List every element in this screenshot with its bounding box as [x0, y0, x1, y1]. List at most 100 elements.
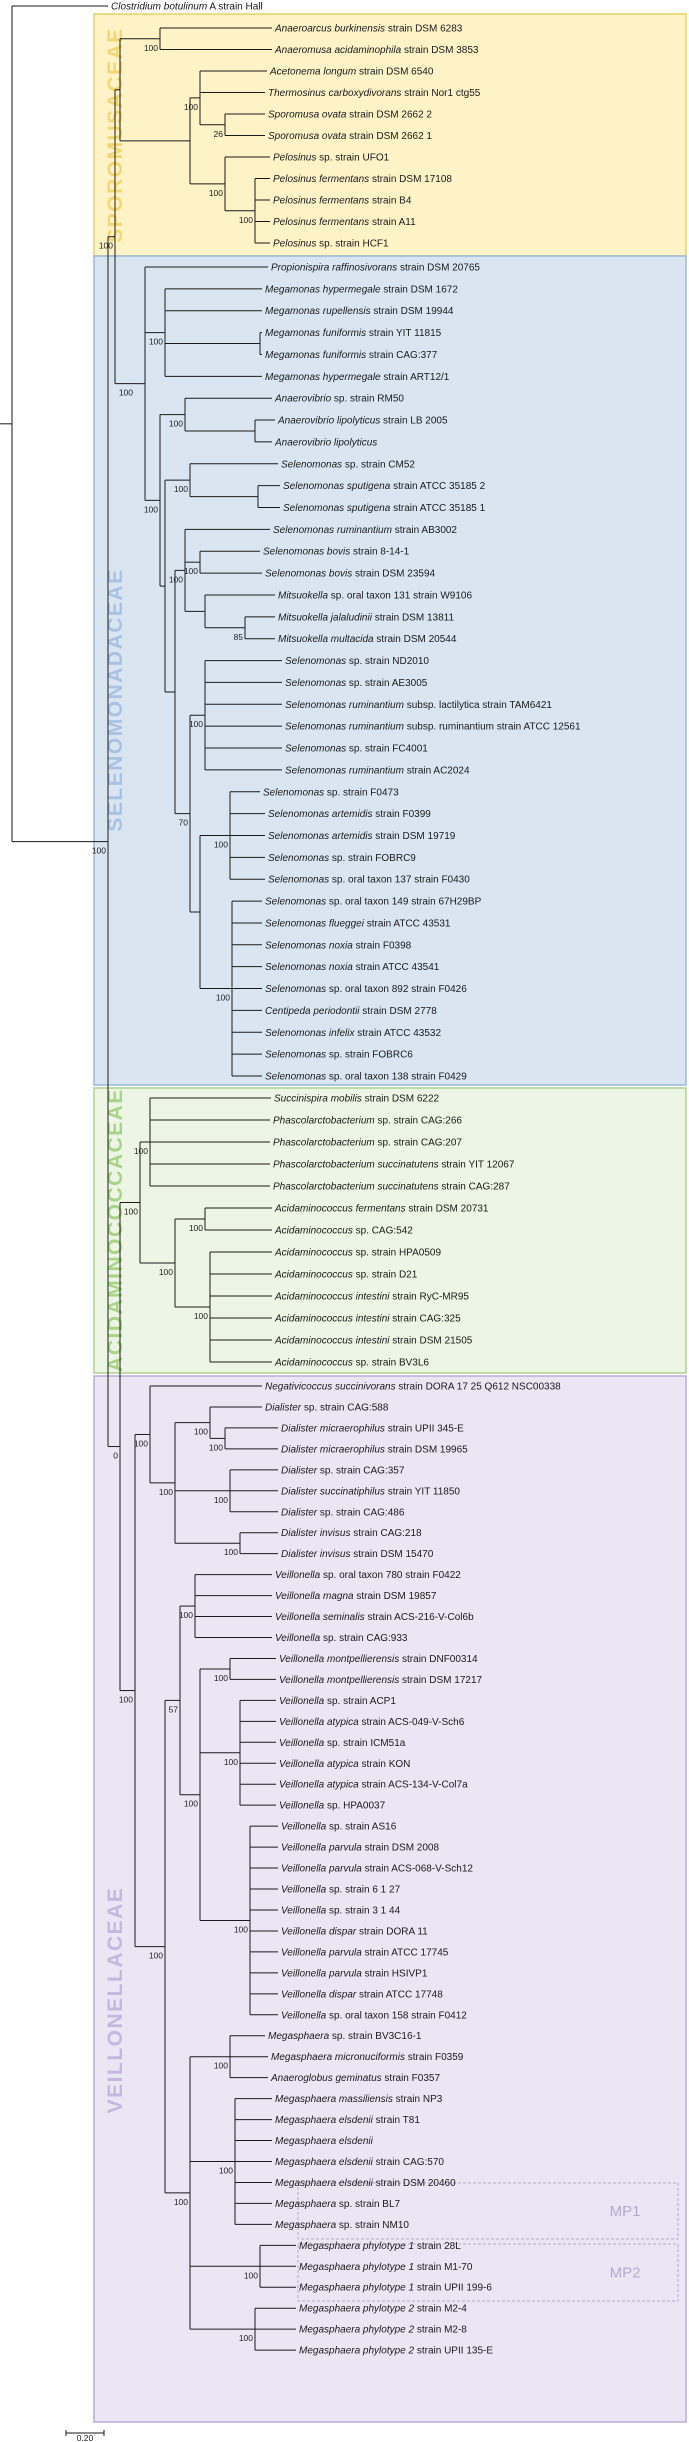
taxon-label: Megasphaera elsdenii strain T81: [275, 2115, 420, 2126]
taxon-label: Mitsuokella sp. oral taxon 131 strain W9…: [278, 590, 472, 601]
family-box-sele: [93, 255, 687, 1086]
bootstrap-value: 0: [113, 1451, 118, 1461]
taxon-label: Dialister succinatiphilus strain YIT 118…: [281, 1486, 460, 1497]
bootstrap-value: 100: [214, 1495, 228, 1505]
bootstrap-value: 100: [209, 1442, 223, 1452]
taxon-label: Megasphaera massiliensis strain NP3: [275, 2094, 443, 2105]
taxon-label: Veillonella sp. HPA0037: [279, 1801, 386, 1812]
taxon-label: Megasphaera elsdenii strain CAG:570: [275, 2157, 444, 2168]
taxon-label: Megasphaera phylotype 2 strain M2-8: [299, 2325, 467, 2336]
taxon-label: Selenomonas artemidis strain DSM 19719: [268, 831, 456, 842]
taxon-label: Veillonella magna strain DSM 19857: [275, 1591, 437, 1602]
taxon-label: Negativicoccus succinivorans strain DORA…: [265, 1382, 561, 1393]
taxon-label: Acidaminococcus fermentans strain DSM 20…: [274, 1204, 489, 1215]
taxon-label: Selenomonas sputigena strain ATCC 35185 …: [283, 481, 486, 492]
bootstrap-value: 100: [214, 2061, 228, 2071]
bootstrap-value: 100: [134, 1438, 148, 1448]
taxon-label: Dialister invisus strain DSM 15470: [281, 1549, 434, 1560]
taxon-label: Acidaminococcus sp. strain D21: [274, 1270, 418, 1281]
subgroup-box-mp2: [297, 2243, 679, 2302]
taxon-label: Megasphaera elsdenii strain DSM 20460: [275, 2178, 456, 2189]
bootstrap-value: 100: [92, 846, 106, 856]
taxon-label: Phascolarctobacterium sp. strain CAG:207: [273, 1138, 462, 1149]
taxon-label: Selenomonas sputigena strain ATCC 35185 …: [283, 503, 486, 514]
bootstrap-value: 85: [234, 632, 244, 642]
taxon-label: Megasphaera sp. strain BV3C16-1: [268, 2031, 422, 2042]
taxon-label: Veillonella parvula strain ACS-068-V-Sch…: [281, 1864, 473, 1875]
bootstrap-value: 100: [194, 1311, 208, 1321]
taxon-label: Selenomonas ruminantium strain AB3002: [273, 525, 457, 536]
taxon-label: Veillonella sp. strain ACP1: [279, 1696, 396, 1707]
taxon-label: Acidaminococcus intestini strain RyC-MR9…: [274, 1292, 469, 1303]
bootstrap-value: 100: [244, 2270, 258, 2280]
bootstrap-value: 100: [189, 719, 203, 729]
taxon-label: Veillonella parvula strain ATCC 17745: [281, 1947, 449, 1958]
bootstrap-value: 100: [224, 1547, 238, 1557]
bootstrap-value: 100: [189, 1223, 203, 1233]
taxon-label: Selenomonas bovis strain DSM 23594: [265, 569, 436, 580]
taxon-label: Megasphaera micronuciformis strain F0359: [271, 2052, 464, 2063]
bootstrap-value: 100: [174, 484, 188, 494]
taxon-label: Acidaminococcus intestini strain CAG:325: [274, 1314, 461, 1325]
bootstrap-value: 100: [124, 1207, 138, 1217]
taxon-label: Selenomonas sp. oral taxon 137 strain F0…: [268, 875, 470, 886]
taxon-label: Phascolarctobacterium sp. strain CAG:266: [273, 1116, 462, 1127]
taxon-label: Thermosinus carboxydivorans strain Nor1 …: [268, 88, 481, 99]
bootstrap-value: 100: [174, 2197, 188, 2207]
taxon-label: Anaerovibrio sp. strain RM50: [274, 394, 404, 405]
taxon-label: Dialister invisus strain CAG:218: [281, 1528, 422, 1539]
taxon-label-layer: Clostridium botulinum A strain HallAnaer…: [111, 2, 581, 2357]
taxon-label: Veillonella dispar strain ATCC 17748: [281, 1989, 443, 2000]
taxon-label: Megasphaera phylotype 1 strain 28L: [299, 2241, 461, 2252]
taxon-label: Anaerovibrio lipolyticus: [274, 437, 377, 448]
taxon-label: Propionispira raffinosivorans strain DSM…: [271, 263, 480, 274]
bootstrap-value: 100: [134, 1146, 148, 1156]
taxon-label: Selenomonas sp. strain FOBRC6: [265, 1050, 413, 1061]
taxon-label: Selenomonas noxia strain ATCC 43541: [265, 962, 440, 973]
taxon-label: Veillonella parvula strain DSM 2008: [281, 1843, 439, 1854]
taxon-label: Selenomonas infelix strain ATCC 43532: [265, 1028, 441, 1039]
bootstrap-value: 100: [239, 215, 253, 225]
family-label-sele: SELENOMONADACEAE: [104, 568, 127, 831]
taxon-label: Megasphaera sp. strain BL7: [275, 2199, 401, 2210]
bootstrap-value: 100: [184, 1799, 198, 1809]
taxon-label: Megasphaera sp. strain NM10: [275, 2220, 409, 2231]
bootstrap-value: 100: [159, 1487, 173, 1497]
bootstrap-value: 100: [209, 188, 223, 198]
taxon-label: Veillonella seminalis strain ACS-216-V-C…: [275, 1612, 474, 1623]
taxon-label: Veillonella atypica strain KON: [279, 1759, 410, 1770]
taxon-label: Veillonella dispar strain DORA 11: [281, 1926, 428, 1937]
bootstrap-value: 100: [219, 2165, 233, 2175]
bootstrap-value: 100: [159, 1267, 173, 1277]
bootstrap-value: 57: [169, 1704, 179, 1714]
bootstrap-value: 100: [224, 1757, 238, 1767]
taxon-label: Megasphaera phylotype 2 strain UPII 135-…: [299, 2346, 493, 2357]
family-shading-layer: SPOROMUSACEAESELENOMONADACEAEACIDAMINOCO…: [93, 13, 687, 2423]
subgroup-box-mp1: [297, 2182, 679, 2240]
taxon-label: Dialister sp. strain CAG:357: [281, 1465, 405, 1476]
subgroup-label-mp1: MP1: [610, 2203, 641, 2220]
taxon-label: Acidaminococcus sp. CAG:542: [274, 1226, 413, 1237]
taxon-label: Pelosinus sp. strain HCF1: [273, 239, 389, 250]
taxon-label: Anaeroarcus burkinensis strain DSM 6283: [274, 24, 463, 35]
taxon-label: Veillonella parvula strain HSIVP1: [281, 1968, 428, 1979]
taxon-label: Veillonella sp. oral taxon 158 strain F0…: [281, 2010, 467, 2021]
taxon-label: Dialister micraerophilus strain UPII 345…: [281, 1423, 464, 1434]
taxon-label: Acidaminococcus sp. strain HPA0509: [274, 1248, 441, 1259]
bootstrap-value: 100: [149, 1951, 163, 1961]
taxon-label: Sporomusa ovata strain DSM 2662 2: [268, 110, 432, 121]
taxon-label: Selenomonas ruminantium subsp. ruminanti…: [285, 722, 581, 733]
taxon-label: Centipeda periodontii strain DSM 2778: [265, 1006, 437, 1017]
scale-bar-label: 0.20: [77, 2433, 94, 2442]
bootstrap-value: 100: [119, 1695, 133, 1705]
taxon-label: Acidaminococcus sp. strain BV3L6: [274, 1358, 429, 1369]
taxon-label: Dialister sp. strain CAG:588: [265, 1402, 389, 1413]
bootstrap-value: 100: [214, 839, 228, 849]
bootstrap-value: 100: [214, 1673, 228, 1683]
taxon-label: Selenomonas ruminantium strain AC2024: [285, 765, 470, 776]
taxon-label: Megamonas funiformis strain YIT 11815: [265, 328, 442, 339]
bootstrap-value: 100: [216, 993, 230, 1003]
taxon-label: Megamonas funiformis strain CAG:377: [265, 350, 438, 361]
family-label-acid: ACIDAMINOCOCCACEAE: [104, 1088, 127, 1372]
taxon-label: Anaerovibrio lipolyticus strain LB 2005: [277, 416, 448, 427]
